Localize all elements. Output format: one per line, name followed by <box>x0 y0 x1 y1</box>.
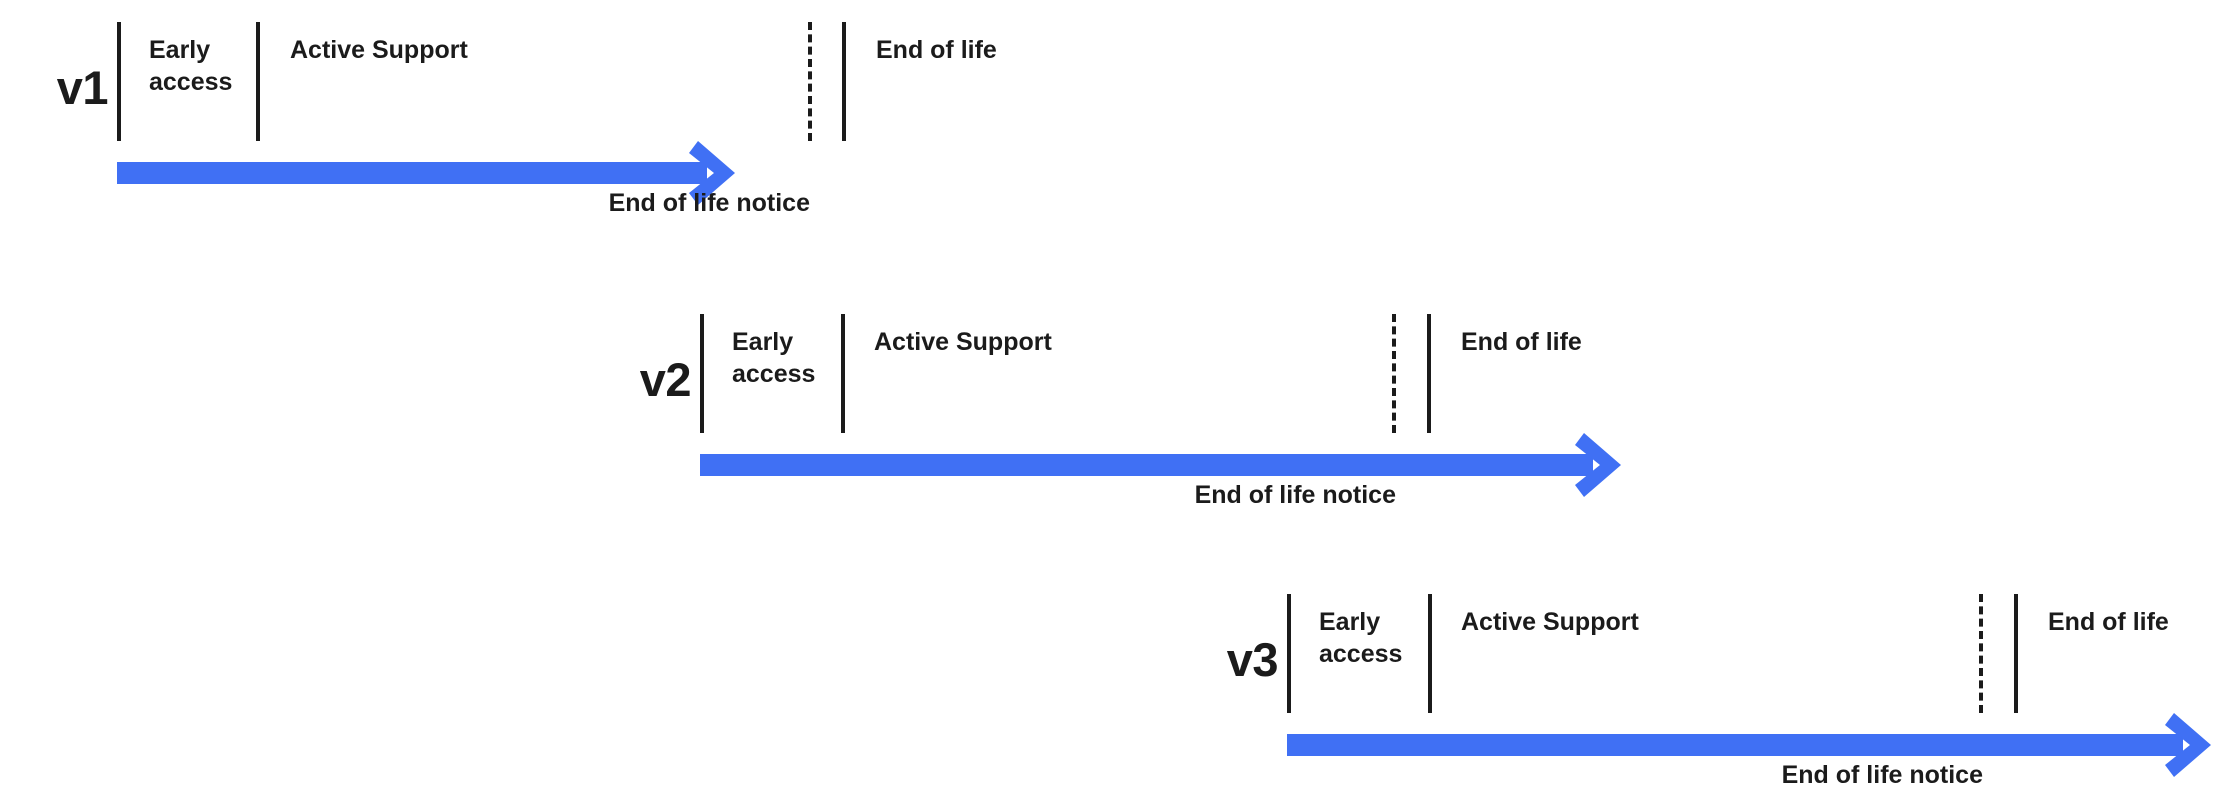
phase-divider-3 <box>842 22 846 141</box>
phase-label-early-access: Early access <box>732 328 816 388</box>
phase-divider-2 <box>256 22 260 141</box>
timeline-arrow-shaft <box>117 162 707 184</box>
end-of-life-notice-label: End of life notice <box>1781 761 1983 789</box>
timeline-arrow-shaft <box>700 454 1593 476</box>
phase-label-active-support: Active Support <box>1461 608 1639 636</box>
phase-label-end-of-life: End of life <box>1461 328 1582 356</box>
phase-divider-3 <box>1427 314 1431 433</box>
phase-label-early-access: Early access <box>149 36 233 96</box>
timeline-arrow-v2 <box>700 433 1639 497</box>
timeline-arrow-shaft <box>1287 734 2183 756</box>
phase-label-end-of-life: End of life <box>2048 608 2169 636</box>
end-of-life-notice-marker <box>808 22 812 141</box>
phase-divider-1 <box>700 314 704 433</box>
phase-divider-1 <box>117 22 121 141</box>
end-of-life-notice-label: End of life notice <box>608 189 810 217</box>
phase-label-active-support: Active Support <box>874 328 1052 356</box>
version-label-v2: v2 <box>639 353 692 406</box>
timeline-arrow-head <box>1575 433 1621 497</box>
phase-label-active-support: Active Support <box>290 36 468 64</box>
timeline-arrow-v3 <box>1287 713 2228 777</box>
phase-strip-v1 <box>117 22 846 141</box>
timeline-arrow-head <box>689 141 735 205</box>
phase-label-end-of-life: End of life <box>876 36 997 64</box>
phase-divider-2 <box>1428 594 1432 713</box>
end-of-life-notice-label: End of life notice <box>1194 481 1396 509</box>
version-label-v1: v1 <box>56 61 109 114</box>
phase-divider-2 <box>841 314 845 433</box>
phase-label-early-access: Early access <box>1319 608 1403 668</box>
phase-strip-v3 <box>1287 594 2018 713</box>
timeline-arrow-head <box>2165 713 2211 777</box>
phase-divider-3 <box>2014 594 2018 713</box>
phase-divider-1 <box>1287 594 1291 713</box>
end-of-life-notice-marker <box>1979 594 1983 713</box>
timeline-arrow-v1 <box>117 141 753 205</box>
version-label-v3: v3 <box>1226 633 1279 686</box>
phase-strip-v2 <box>700 314 1431 433</box>
end-of-life-notice-marker <box>1392 314 1396 433</box>
